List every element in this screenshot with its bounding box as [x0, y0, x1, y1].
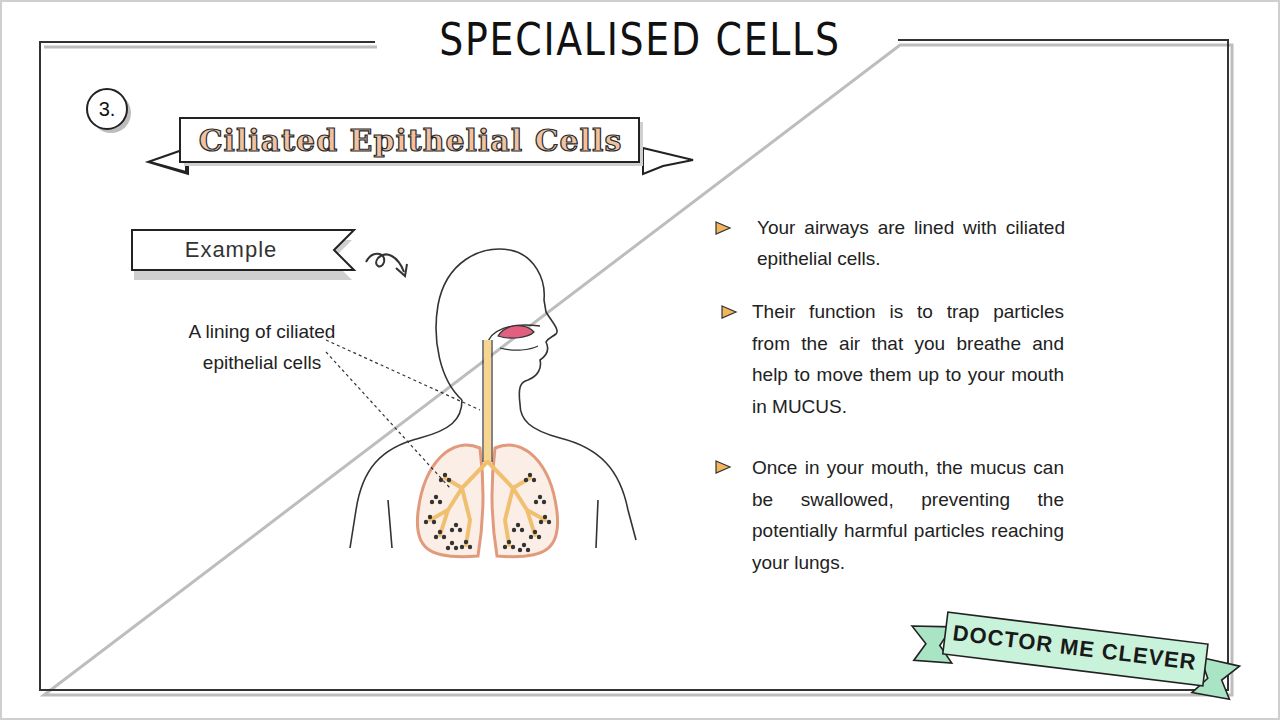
alveolus [537, 535, 541, 539]
page-title: SPECIALISED CELLS [425, 14, 855, 65]
node-text-group: 3. [99, 98, 116, 121]
callout-number-text: 3. [99, 98, 116, 121]
alveolus [522, 543, 526, 547]
arrow-head [396, 264, 407, 276]
alveolus [464, 540, 468, 544]
banner-tail [643, 148, 693, 174]
alveolus [458, 528, 462, 532]
bronchi [430, 462, 545, 545]
title-banner-text: Ciliated Epithelial Cells [199, 124, 623, 159]
alveolus [428, 515, 432, 519]
alveolus [524, 478, 528, 482]
alveolus [438, 530, 442, 534]
circle-outline [87, 89, 127, 129]
frame [40, 40, 1228, 690]
alveolus [542, 500, 546, 504]
tag-outline [132, 230, 354, 270]
alveolus [454, 523, 458, 527]
bullet-text: Your airways are lined with ciliated epi… [757, 212, 1065, 274]
alveolus [450, 528, 454, 532]
alveolus [503, 545, 507, 549]
alveoli [424, 473, 551, 552]
alveolus [438, 500, 442, 504]
alveolus [533, 530, 537, 534]
alveolus [447, 478, 451, 482]
alveolus [434, 535, 438, 539]
alveolus [543, 515, 547, 519]
title-banner: Ciliated Epithelial Cells [148, 112, 693, 178]
alveolus [532, 478, 536, 482]
bullet-text: Once in your mouth, the mucus can be swa… [752, 452, 1064, 578]
bullet-text: Their function is to trap particles from… [752, 296, 1064, 422]
callout-number: 3. [86, 88, 128, 130]
alveolus [432, 520, 436, 524]
alveolus [430, 500, 434, 504]
alveolus [512, 528, 516, 532]
alveolus [442, 535, 446, 539]
alveolus [539, 520, 543, 524]
tongue [498, 326, 534, 338]
alveolus [538, 495, 542, 499]
alveolus [443, 473, 447, 477]
nasal-cavity [487, 325, 540, 345]
node-text-group: Example [185, 237, 278, 262]
example-tag-text: Example [185, 237, 278, 262]
brand-ribbon: DOCTOR ME CLEVER [910, 616, 1240, 688]
ribbon-body [943, 612, 1208, 686]
node-text-group: Ciliated Epithelial Cells [199, 124, 623, 159]
frame-shadow [44, 45, 1232, 695]
leader-lines [326, 340, 480, 488]
alveolus [526, 548, 530, 552]
alveolus [454, 546, 458, 550]
alveolus [518, 548, 522, 552]
alveolus [520, 528, 524, 532]
alveolus [450, 541, 454, 545]
example-tag: Example [130, 226, 356, 282]
banner-body [180, 118, 639, 162]
callout-label: A lining of ciliated epithelial cells [178, 316, 346, 378]
alveolus [446, 546, 450, 550]
bullet-markers [716, 222, 736, 473]
mouth-floor [500, 346, 538, 350]
alveolus [547, 520, 551, 524]
alveolus [528, 473, 532, 477]
alveolus [468, 545, 472, 549]
alveolus [434, 495, 438, 499]
alveolus [516, 523, 520, 527]
right-lung [492, 445, 557, 557]
left-lung [417, 445, 482, 557]
alveolus [529, 535, 533, 539]
alveolus [511, 545, 515, 549]
alveolus [534, 500, 538, 504]
alveolus [460, 545, 464, 549]
lungs [417, 445, 557, 557]
alveolus [424, 520, 428, 524]
alveolus [507, 540, 511, 544]
trachea [484, 340, 491, 464]
